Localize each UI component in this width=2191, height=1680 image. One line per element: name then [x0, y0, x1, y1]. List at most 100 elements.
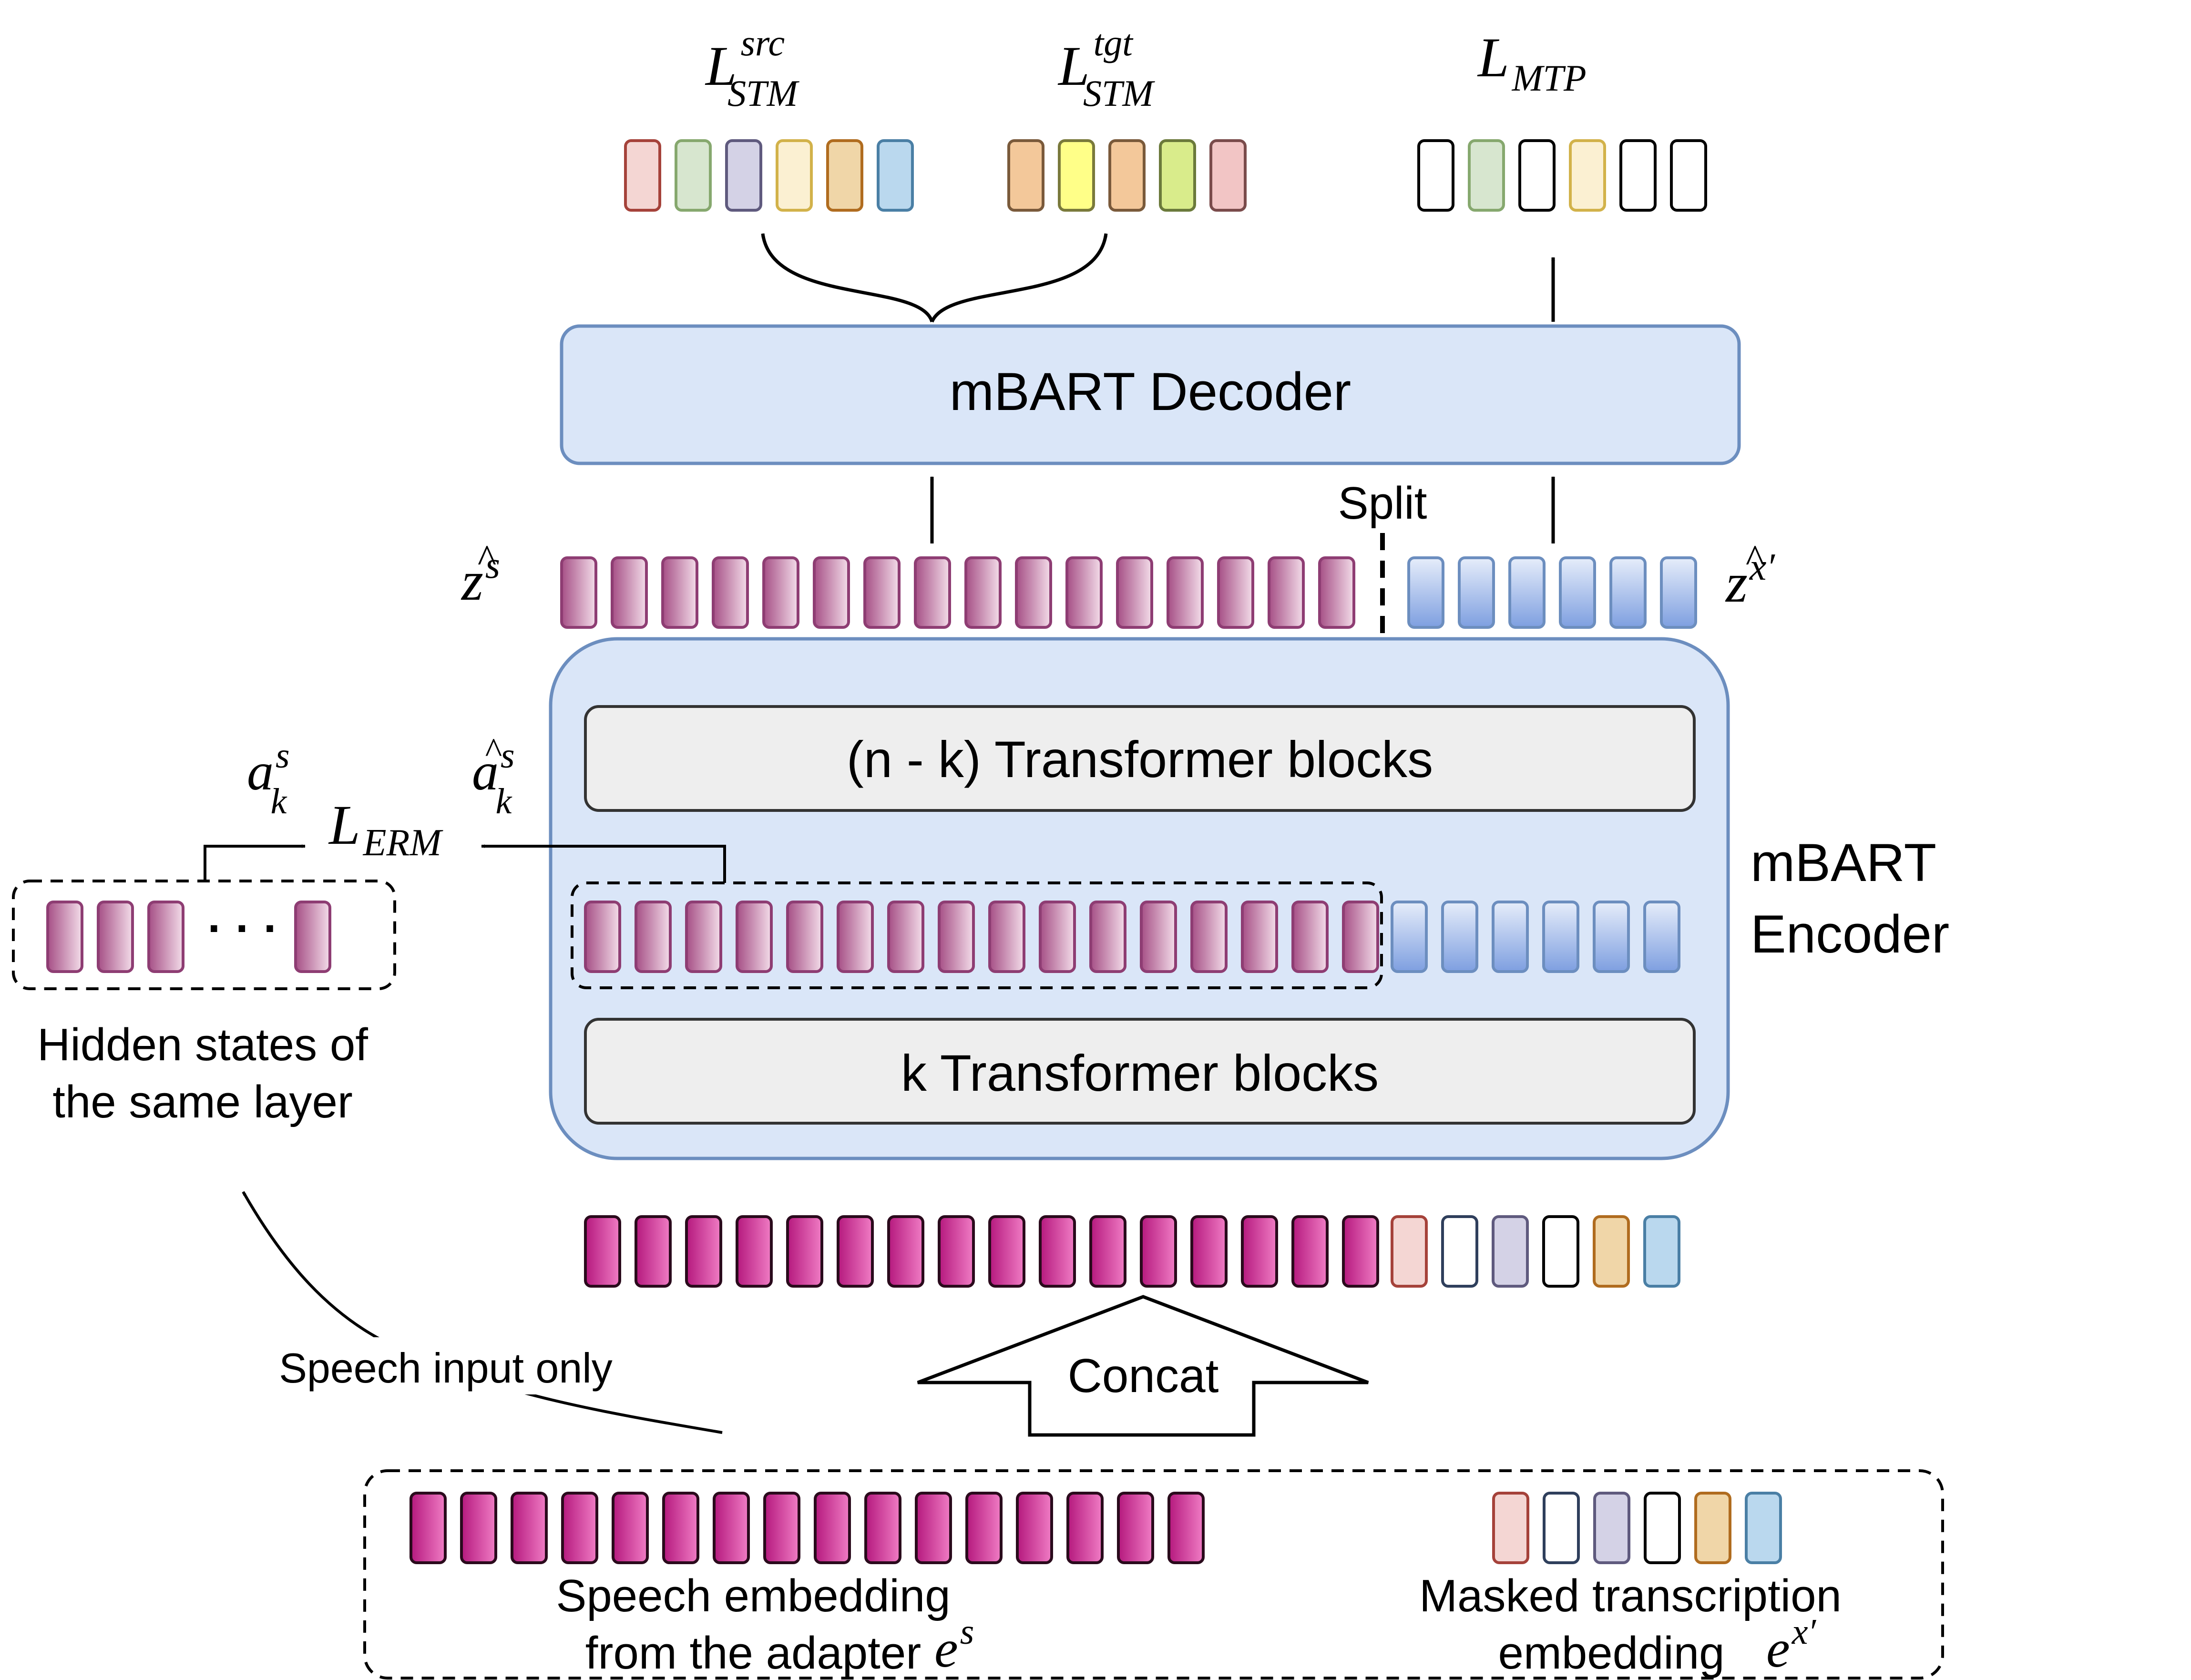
- encoder-hidden-speech-token-row: [584, 901, 1379, 973]
- hidden-states-caption-line2: the same layer: [52, 1076, 353, 1127]
- upper-transformer-blocks: [584, 705, 1696, 812]
- masked-transcription-token-1: [1492, 1492, 1529, 1564]
- z-hat-s-token-row: [560, 556, 1355, 629]
- stm-src-token-3: [725, 139, 762, 212]
- speech-embedding-caption-line2: from the adapter: [585, 1628, 921, 1679]
- concat-speech-token-6: [837, 1215, 874, 1288]
- masked-transcription-caption-line2: embedding: [1498, 1628, 1724, 1679]
- loss-erm-label: LERM: [328, 794, 443, 864]
- concat-speech-token-5: [786, 1215, 823, 1288]
- z-hat-x-token-row: [1407, 556, 1697, 629]
- speech-embedding-token-2: [460, 1492, 497, 1564]
- concat-speech-token-8: [938, 1215, 975, 1288]
- z-hat-s-token-2: [611, 556, 648, 629]
- concat-speech-token-16: [1342, 1215, 1379, 1288]
- z-hat-s-token-7: [863, 556, 901, 629]
- z-hat-x-token-1: [1407, 556, 1444, 629]
- decoder-label: mBART Decoder: [950, 362, 1351, 421]
- mtp-token-3: [1518, 139, 1556, 212]
- z-hat-s-token-6: [813, 556, 850, 629]
- encoder-hidden-speech-token-2: [635, 901, 672, 973]
- concat-speech-token-11: [1089, 1215, 1126, 1288]
- z-hat-x-token-5: [1609, 556, 1647, 629]
- mtp-token-2: [1468, 139, 1505, 212]
- z-hat-s-token-14: [1217, 556, 1254, 629]
- encoder-label-line2: Encoder: [1751, 904, 1949, 964]
- encoder-hidden-speech-token-16: [1342, 901, 1379, 973]
- speech-embedding-token-5: [612, 1492, 649, 1564]
- encoder-hidden-speech-token-8: [938, 901, 975, 973]
- stm-tgt-token-2: [1058, 139, 1095, 212]
- encoder-hidden-text-token-3: [1492, 901, 1529, 973]
- decoder-box: [560, 324, 1741, 465]
- z-hat-s-token-15: [1268, 556, 1305, 629]
- speech-embedding-token-8: [763, 1492, 800, 1564]
- z-hat-s-token-9: [964, 556, 1002, 629]
- speech-embedding-token-4: [561, 1492, 598, 1564]
- stm-src-token-5: [826, 139, 863, 212]
- encoder-hidden-text-token-6: [1643, 901, 1680, 973]
- speech-embedding-token-9: [814, 1492, 851, 1564]
- z-hat-x-hat: ^: [1745, 537, 1764, 581]
- encoder-hidden-speech-token-6: [837, 901, 874, 973]
- encoder-hidden-speech-token-12: [1140, 901, 1177, 973]
- stm-src-token-1: [624, 139, 661, 212]
- z-hat-s-token-4: [712, 556, 749, 629]
- z-hat-s-token-3: [661, 556, 698, 629]
- masked-transcription-token-6: [1745, 1492, 1782, 1564]
- loss-mtp-label: LMTP: [1477, 26, 1587, 99]
- encoder-hidden-text-token-2: [1441, 901, 1478, 973]
- hidden-state-token-1: [46, 901, 83, 973]
- concat-speech-token-14: [1241, 1215, 1278, 1288]
- encoder-hidden-text-token-row: [1391, 901, 1680, 973]
- hidden-states-ellipsis: · · ·: [207, 903, 278, 954]
- split-label: Split: [1338, 478, 1427, 529]
- concat-speech-token-3: [685, 1215, 722, 1288]
- speech-embedding-token-13: [1016, 1492, 1053, 1564]
- encoder-hidden-speech-token-5: [786, 901, 823, 973]
- speech-embedding-token-6: [662, 1492, 699, 1564]
- speech-embedding-token-12: [965, 1492, 1003, 1564]
- hidden-states-caption-line1: Hidden states of: [37, 1019, 368, 1070]
- speech-input-only-label: Speech input only: [279, 1344, 613, 1392]
- encoder-hidden-speech-token-1: [584, 901, 621, 973]
- z-hat-s-token-13: [1167, 556, 1204, 629]
- concat-text-token-4: [1542, 1215, 1579, 1288]
- stm-src-token-4: [776, 139, 813, 212]
- z-hat-s-token-12: [1116, 556, 1153, 629]
- z-hat-s-token-11: [1065, 556, 1103, 629]
- mtp-token-4: [1569, 139, 1606, 212]
- encoder-hidden-dashed-box: [571, 881, 1383, 989]
- masked-transcription-symbol: ex′: [1766, 1612, 1816, 1679]
- encoder-hidden-speech-token-3: [685, 901, 722, 973]
- stm-tgt-token-5: [1209, 139, 1247, 212]
- upper-transformer-blocks-label: (n - k) Transformer blocks: [847, 730, 1433, 788]
- masked-transcription-token-row: [1492, 1492, 1782, 1564]
- z-hat-s-token-16: [1318, 556, 1355, 629]
- encoder-hidden-speech-token-13: [1190, 901, 1228, 973]
- encoder-to-erm-arrow: [481, 844, 726, 883]
- z-hat-s-hat: ^: [477, 537, 496, 581]
- masked-transcription-token-3: [1593, 1492, 1630, 1564]
- hidden-to-erm-arrow: [204, 844, 306, 880]
- speech-embedding-token-11: [915, 1492, 952, 1564]
- concat-text-token-6: [1643, 1215, 1680, 1288]
- concat-speech-token-4: [736, 1215, 773, 1288]
- decoder-to-stm-src-arrow: [761, 233, 934, 323]
- masked-transcription-token-4: [1644, 1492, 1681, 1564]
- speech-embedding-token-row: [410, 1492, 1205, 1564]
- stm-src-token-2: [675, 139, 712, 212]
- stm-src-token-6: [877, 139, 914, 212]
- encoder-hidden-speech-token-10: [1039, 901, 1076, 973]
- encoder-hidden-text-token-4: [1542, 901, 1579, 973]
- concat-speech-token-10: [1039, 1215, 1076, 1288]
- encoder-hidden-speech-token-7: [887, 901, 924, 973]
- stm-tgt-token-row: [1007, 139, 1247, 212]
- concat-speech-token-15: [1291, 1215, 1329, 1288]
- concat-speech-token-2: [635, 1215, 672, 1288]
- mtp-token-row: [1417, 139, 1707, 212]
